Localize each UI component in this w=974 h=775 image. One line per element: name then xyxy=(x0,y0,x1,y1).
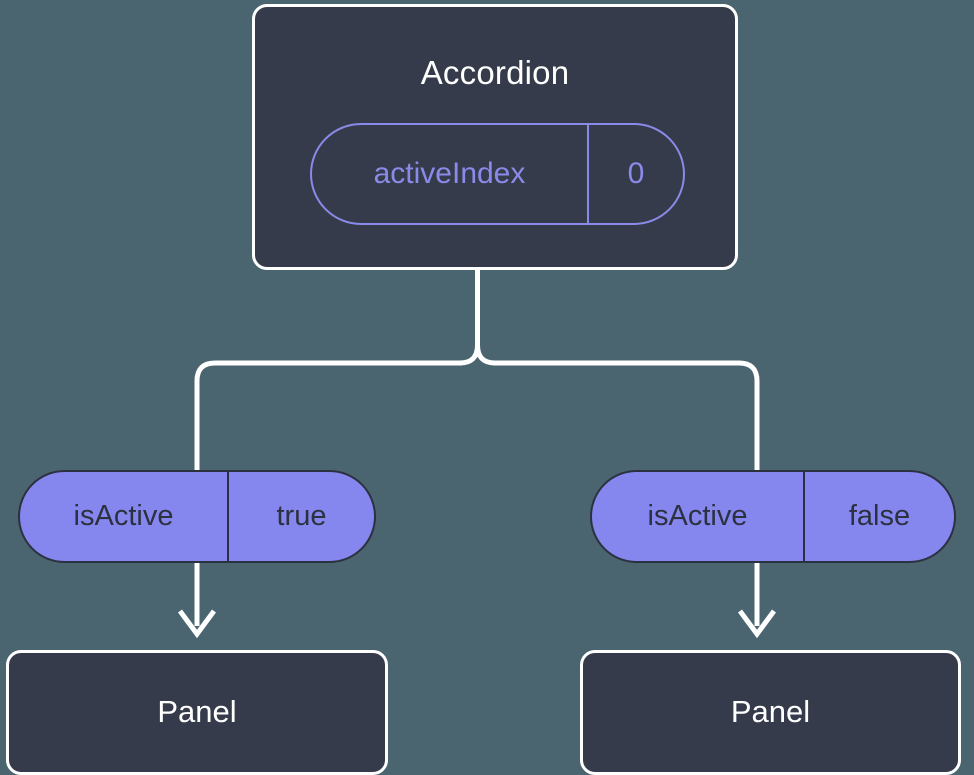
left-prop-value: true xyxy=(276,500,327,532)
accordion-title: Accordion xyxy=(420,54,570,91)
right-panel-node[interactable]: Panel xyxy=(580,650,961,775)
accordion-activeindex-prop-pill[interactable]: activeIndex 0 xyxy=(310,123,685,225)
left-panel-node[interactable]: Panel xyxy=(6,650,388,775)
arrow-head-left-icon xyxy=(177,609,217,639)
right-panel-label: Panel xyxy=(730,694,811,729)
accordion-component-node[interactable]: Accordion activeIndex 0 xyxy=(252,4,738,270)
right-prop-value: false xyxy=(848,500,911,532)
right-prop-key: isActive xyxy=(592,472,805,561)
left-prop-key: isActive xyxy=(20,472,229,561)
accordion-prop-value: 0 xyxy=(627,157,645,190)
accordion-prop-key: activeIndex xyxy=(312,125,589,223)
connector-branch-right xyxy=(493,360,760,472)
connector-trunk xyxy=(475,269,496,366)
left-panel-label: Panel xyxy=(157,694,237,729)
connector-trunk-mirror xyxy=(459,344,480,366)
arrow-head-right-icon xyxy=(737,609,777,639)
right-isactive-prop-pill[interactable]: isActive false xyxy=(590,470,956,563)
connector-branch-left xyxy=(194,360,462,472)
left-isactive-prop-pill[interactable]: isActive true xyxy=(18,470,376,563)
